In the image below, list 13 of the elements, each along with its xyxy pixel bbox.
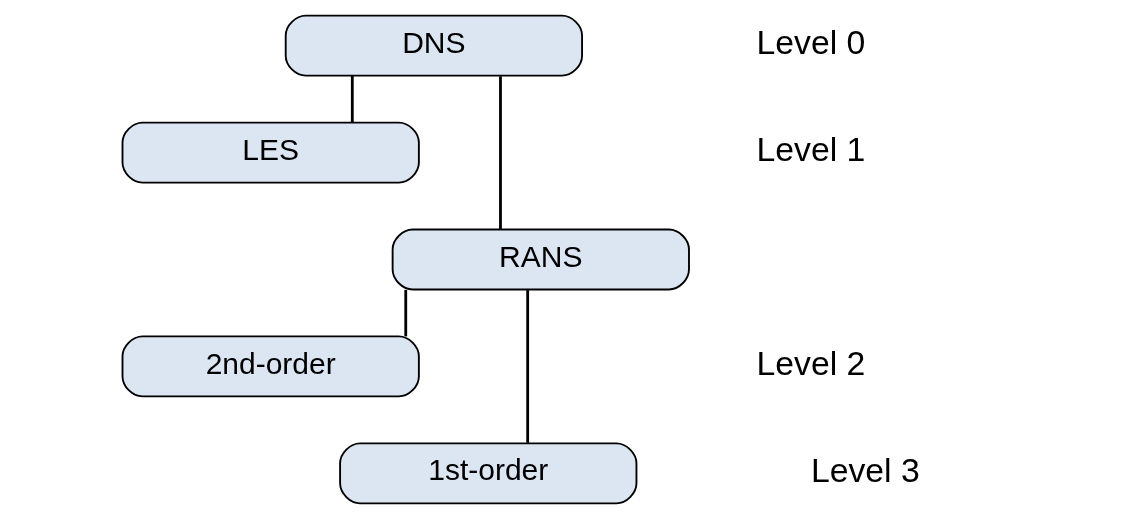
node-box: 1st-order <box>339 442 638 505</box>
connector <box>499 76 502 229</box>
label: Level 2 <box>756 343 866 382</box>
connector <box>526 290 530 443</box>
label: Level 0 <box>756 22 866 61</box>
connector <box>404 289 408 337</box>
connector <box>350 76 354 123</box>
node-box: RANS <box>391 228 690 291</box>
node-box: 2nd-order <box>121 335 420 398</box>
node-box: DNS <box>284 14 583 77</box>
label: Level 1 <box>756 129 866 168</box>
label: Level 3 <box>810 450 920 489</box>
node-box: LES <box>121 121 420 184</box>
